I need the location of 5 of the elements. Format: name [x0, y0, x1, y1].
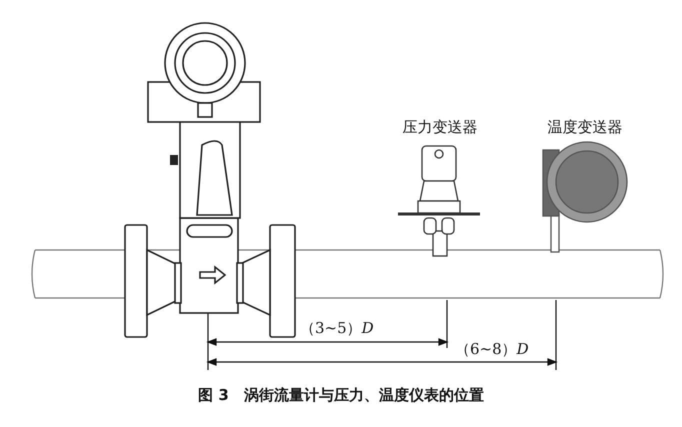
dimension-label: （3~5）D: [300, 319, 374, 338]
caption: 图 3 涡街流量计与压力、温度仪表的位置: [197, 386, 485, 405]
dimension-label: （6~8）D: [455, 340, 529, 359]
instrument-label: 温度变送器: [546, 118, 624, 137]
instrument-label: 压力变送器: [402, 118, 478, 137]
